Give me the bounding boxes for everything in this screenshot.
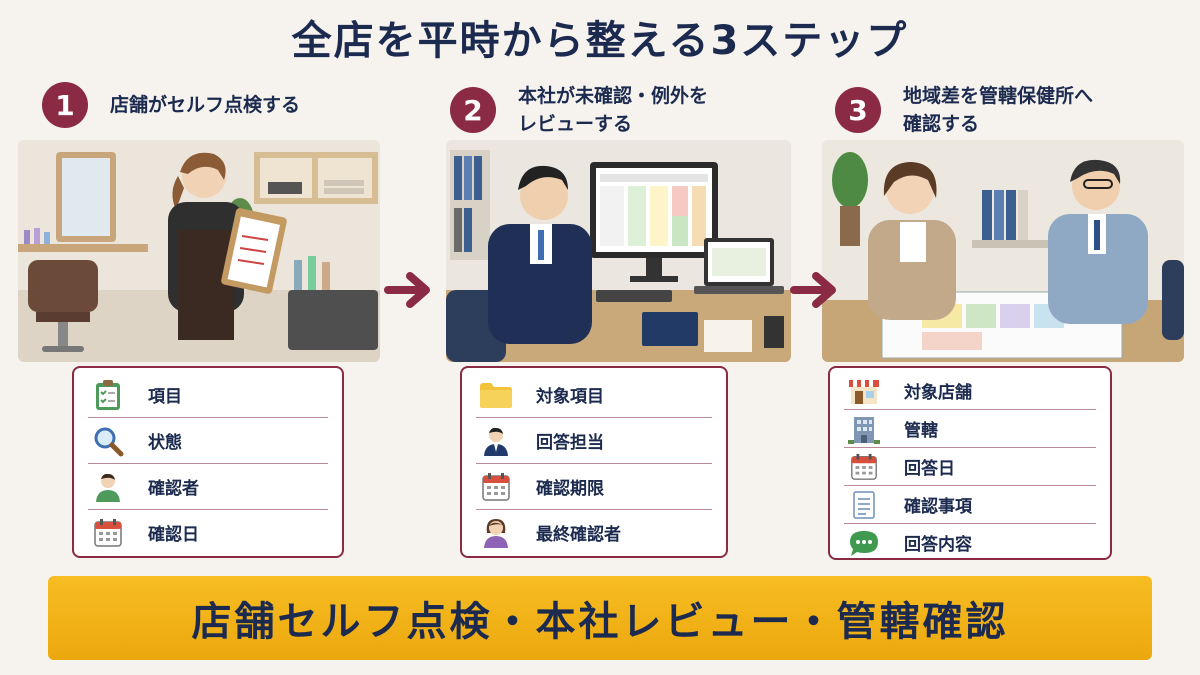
calendar-icon (476, 469, 516, 505)
list-item: 回答日 (844, 448, 1096, 486)
step-3-header: 3 地域差を管轄保健所へ 確認する (835, 82, 1093, 138)
item-text: 確認期限 (536, 479, 604, 499)
step-2-item-box: 対象項目 回答担当 確認期限 最終確認者 (460, 366, 728, 558)
step-1-number: 1 (42, 82, 88, 128)
list-item: 項目 (88, 372, 328, 418)
arrow-right-icon (790, 272, 836, 308)
list-item: 確認者 (88, 464, 328, 510)
magnifier-icon (88, 423, 128, 459)
page-title: 全店を平時から整える3ステップ (291, 18, 909, 64)
list-item: 対象項目 (476, 372, 712, 418)
document-icon (844, 487, 884, 523)
list-item: 回答内容 (844, 524, 1096, 561)
item-text: 確認日 (148, 525, 199, 545)
person-green-icon (88, 469, 128, 505)
calendar-icon (88, 515, 128, 551)
salon-self-inspection-illustration (18, 140, 380, 362)
woman-icon (476, 515, 516, 551)
list-item: 回答担当 (476, 418, 712, 464)
step-1-item-box: 項目 状態 確認者 確認日 (72, 366, 344, 558)
step-1-label: 店舗がセルフ点検する (110, 94, 301, 116)
summary-banner: 店舗セルフ点検・本社レビュー・管轄確認 (48, 576, 1152, 660)
clipboard-icon (88, 377, 128, 413)
item-text: 回答内容 (904, 535, 972, 555)
step-2-label: 本社が未確認・例外を レビューする (518, 85, 709, 135)
item-text: 確認者 (148, 479, 199, 499)
store-icon (844, 373, 884, 409)
list-item: 対象店舗 (844, 372, 1096, 410)
item-text: 回答担当 (536, 433, 604, 453)
item-text: 回答日 (904, 459, 955, 479)
list-item: 確認事項 (844, 486, 1096, 524)
item-text: 状態 (148, 433, 182, 453)
folder-icon (476, 377, 516, 413)
health-center-consultation-illustration (822, 140, 1184, 362)
step-2-number: 2 (450, 87, 496, 133)
step-3-number: 3 (835, 87, 881, 133)
item-text: 管轄 (904, 421, 938, 441)
step-2-header: 2 本社が未確認・例外を レビューする (450, 82, 708, 138)
list-item: 最終確認者 (476, 510, 712, 555)
list-item: 確認日 (88, 510, 328, 555)
step-1-header: 1 店舗がセルフ点検する (42, 82, 300, 128)
item-text: 確認事項 (904, 497, 972, 517)
step-3-label: 地域差を管轄保健所へ 確認する (903, 85, 1094, 135)
building-icon (844, 411, 884, 447)
item-text: 対象店舗 (904, 383, 972, 403)
speech-bubble-icon (844, 525, 884, 561)
businessman-icon (476, 423, 516, 459)
list-item: 確認期限 (476, 464, 712, 510)
step-3-item-box: 対象店舗 管轄 回答日 確認事項 回答内容 (828, 366, 1112, 560)
arrow-right-icon (384, 272, 430, 308)
list-item: 管轄 (844, 410, 1096, 448)
item-text: 項目 (148, 387, 182, 407)
calendar-icon (844, 449, 884, 485)
list-item: 状態 (88, 418, 328, 464)
item-text: 最終確認者 (536, 525, 621, 545)
head-office-review-illustration (446, 140, 791, 362)
item-text: 対象項目 (536, 387, 604, 407)
